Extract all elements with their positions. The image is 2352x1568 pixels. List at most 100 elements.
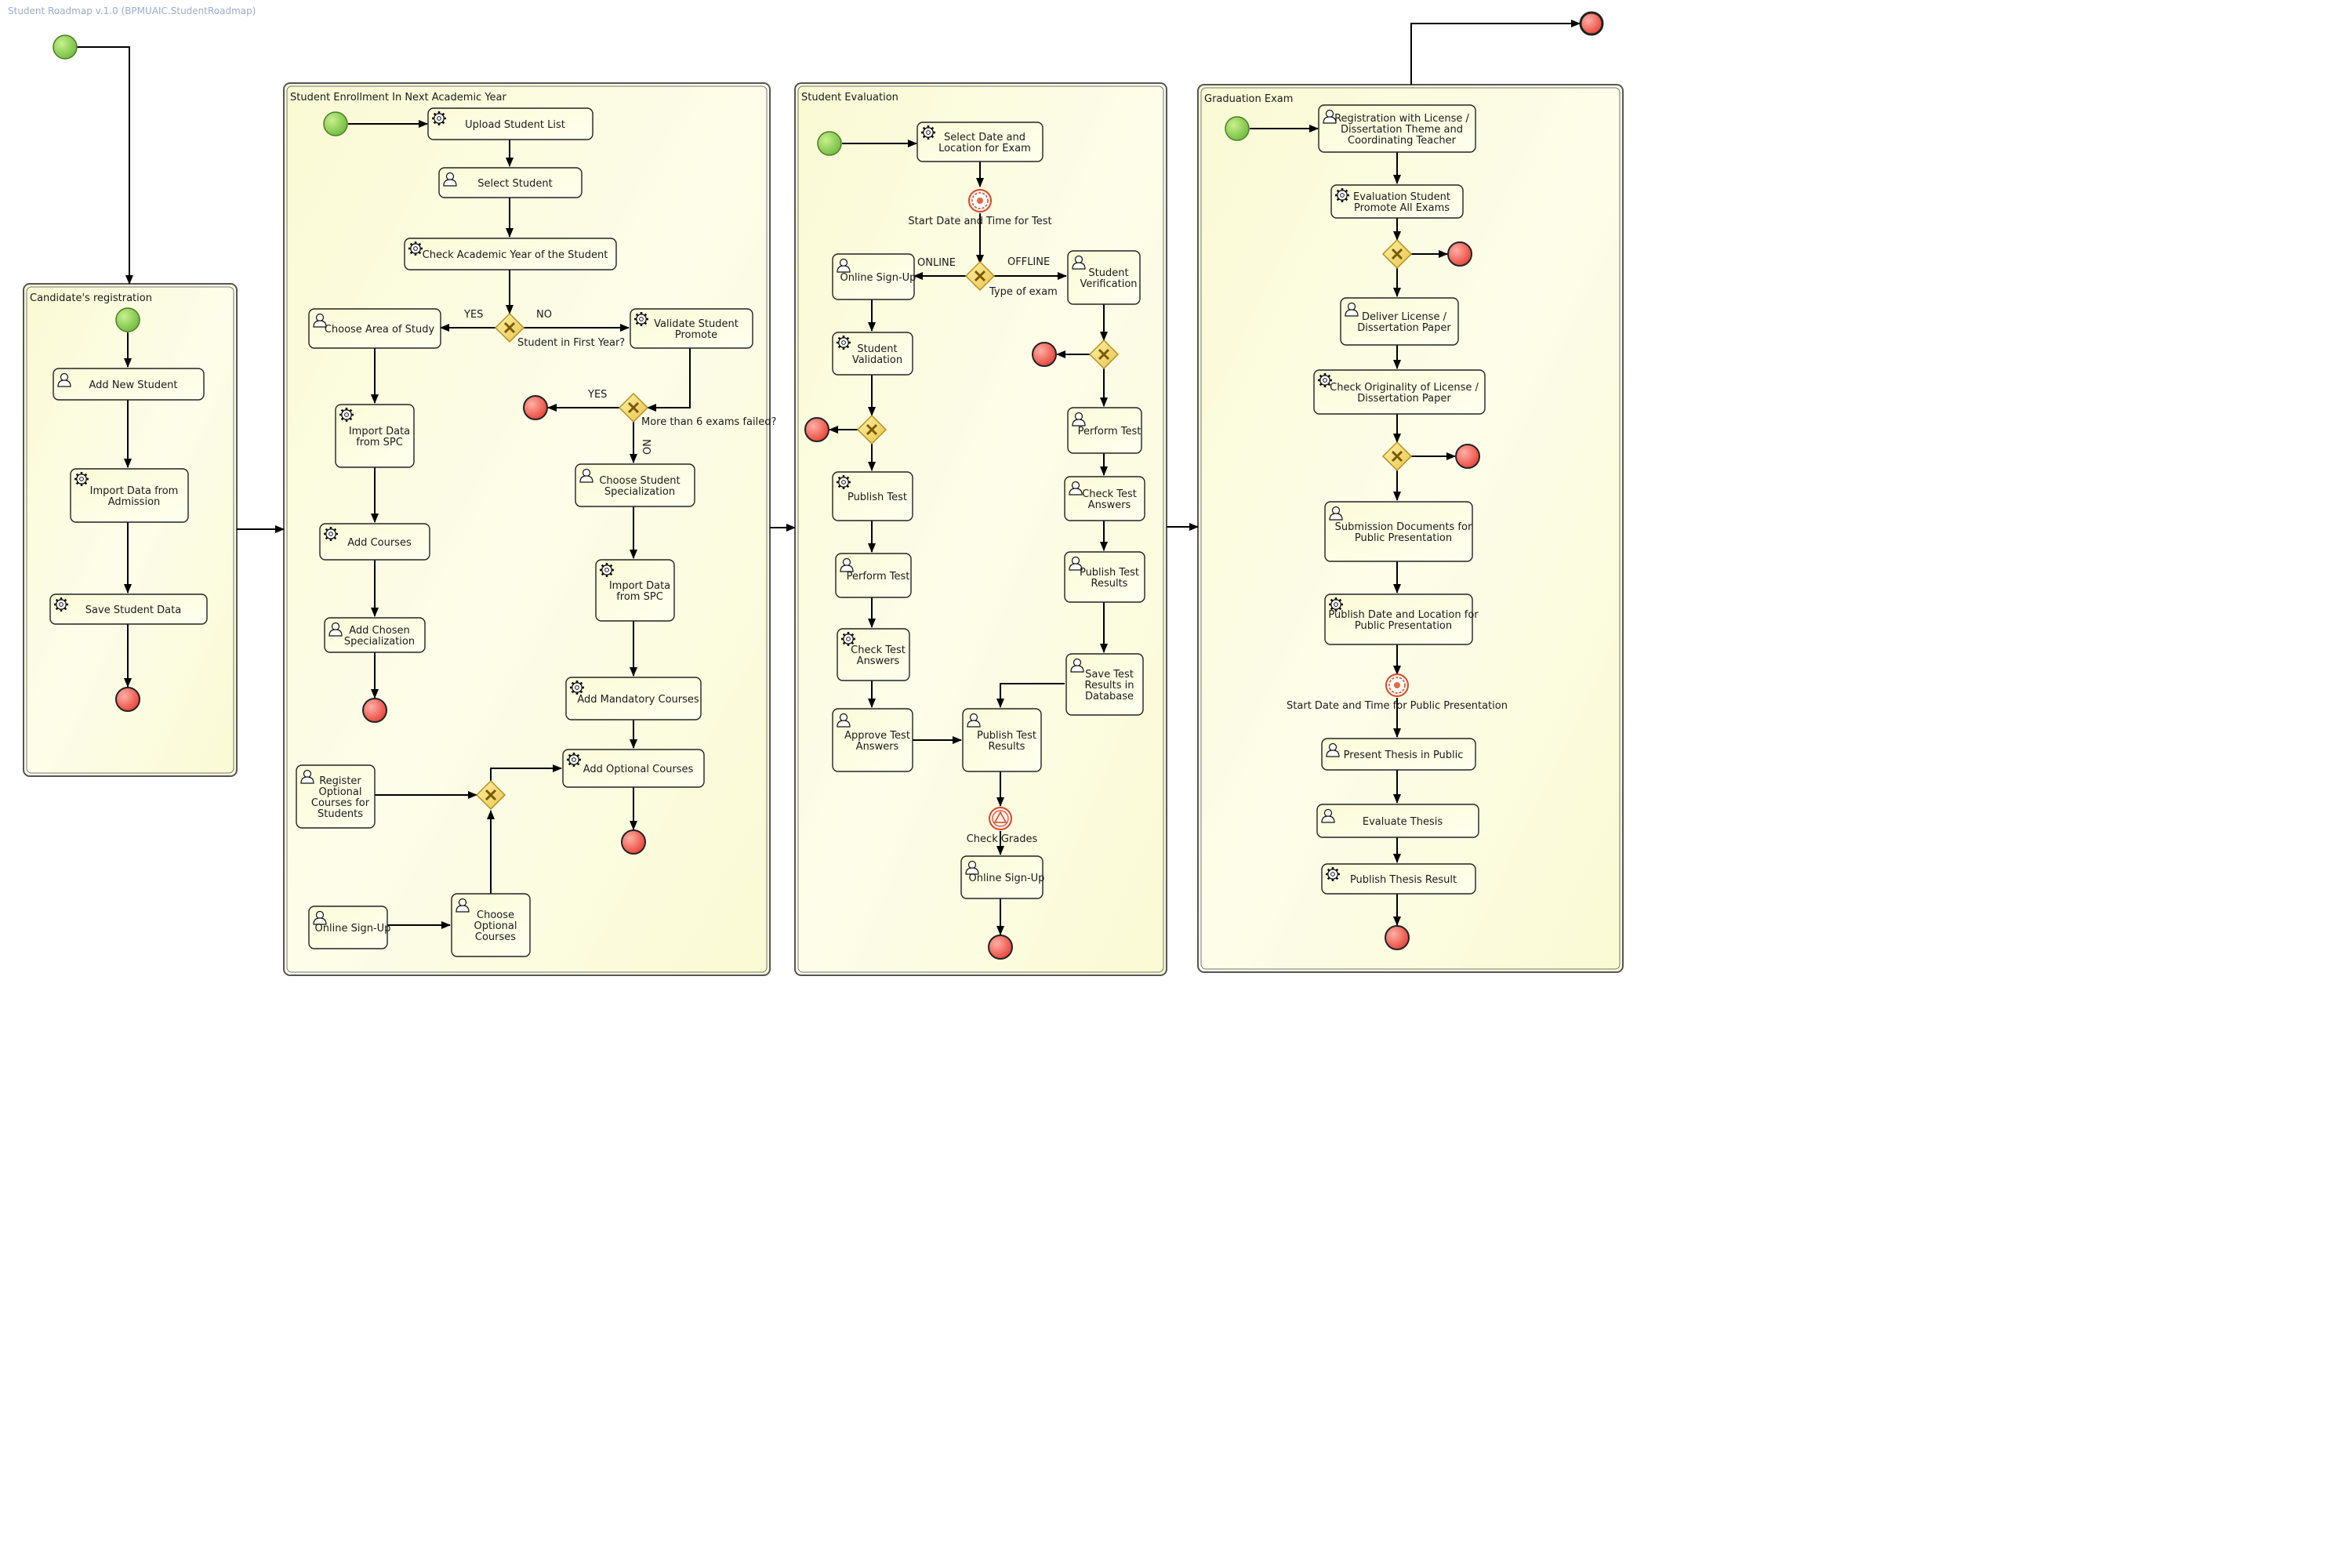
exclusive-gateway[interactable] (856, 414, 887, 445)
gear-icon (432, 111, 446, 125)
task-label: Submission Documents for (1335, 521, 1472, 533)
end-event[interactable] (1455, 444, 1480, 469)
task-add-new-student[interactable]: Add New Student (53, 368, 205, 401)
task-label: Promote All Exams (1354, 202, 1450, 214)
end-event[interactable] (988, 935, 1013, 960)
gear-icon (1329, 597, 1343, 612)
task-label: Database (1085, 691, 1134, 702)
start-event[interactable] (817, 131, 842, 156)
task-label: Add Chosen (349, 625, 410, 637)
gear-icon (339, 408, 354, 422)
user-icon (1069, 556, 1083, 571)
exclusive-gateway[interactable] (1381, 441, 1413, 472)
end-event[interactable] (362, 698, 387, 723)
end-event[interactable] (115, 687, 140, 712)
user-icon (967, 713, 981, 728)
flow-label-no: NO (640, 439, 652, 455)
task-check-academic-year[interactable]: Check Academic Year of the Student (404, 238, 617, 270)
start-event[interactable] (323, 111, 348, 136)
gateways (475, 238, 1413, 811)
task-publish-test[interactable]: Publish Test (832, 471, 913, 521)
task-select-student[interactable]: Select Student (438, 167, 583, 198)
task-publish-thesis-result[interactable]: Publish Thesis Result (1321, 863, 1476, 895)
user-icon (313, 313, 327, 328)
task-label: Answers (856, 741, 899, 753)
task-label: Student (857, 343, 897, 355)
task-choose-area-of-study[interactable]: Choose Area of Study (308, 308, 441, 349)
start-event[interactable] (1225, 116, 1250, 141)
user-icon (328, 622, 343, 637)
subprocess-title: Candidate's registration (30, 292, 152, 304)
task-add-courses[interactable]: Add Courses (319, 523, 430, 561)
start-event[interactable] (53, 34, 78, 60)
task-label: Optional (474, 920, 517, 932)
task-label: Register (319, 775, 361, 787)
task-registration-license[interactable]: Registration with License /Dissertation … (1318, 104, 1476, 153)
task-perform-test-offline[interactable]: Perform Test (1067, 407, 1142, 454)
task-label: Registration with License / (1334, 113, 1469, 125)
timer-event[interactable] (968, 189, 992, 212)
task-label: Publish Date and Location for (1328, 609, 1479, 621)
exclusive-gateway[interactable] (494, 312, 525, 343)
tasks: Add New Student Import Data fromAdmissio… (49, 104, 1486, 957)
task-label: Results (1091, 578, 1128, 590)
exclusive-gateway[interactable] (475, 779, 506, 811)
task-present-thesis[interactable]: Present Thesis in Public (1321, 738, 1476, 771)
task-online-signup-eval[interactable]: Online Sign-Up (832, 253, 916, 300)
signal-event[interactable] (989, 807, 1012, 830)
task-online-signup-enroll[interactable]: Online Sign-Up (308, 906, 390, 949)
task-online-signup-grades[interactable]: Online Sign-Up (960, 855, 1044, 899)
event-label: Start Date and Time for Public Presentat… (1287, 700, 1508, 712)
end-event[interactable] (1032, 342, 1057, 367)
exclusive-gateway[interactable] (1381, 238, 1413, 270)
task-save-student-data[interactable]: Save Student Data (49, 593, 208, 625)
user-icon (1069, 481, 1083, 495)
task-deliver-license[interactable]: Deliver License /Dissertation Paper (1340, 297, 1459, 346)
end-event[interactable] (1447, 241, 1472, 267)
end-event[interactable] (1579, 11, 1604, 36)
user-icon (1323, 109, 1337, 124)
end-event[interactable] (523, 395, 548, 420)
start-event[interactable] (115, 307, 140, 332)
gear-icon (1326, 867, 1340, 881)
task-label: Publish Test (977, 730, 1036, 742)
task-label: Evaluation Student (1353, 191, 1450, 203)
task-evaluate-thesis[interactable]: Evaluate Thesis (1316, 804, 1479, 838)
end-event[interactable] (621, 829, 646, 855)
task-label: Import Data (609, 580, 670, 592)
task-check-originality[interactable]: Check Originality of License /Dissertati… (1313, 369, 1486, 415)
task-label: Add Courses (347, 537, 412, 549)
task-label: from SPC (616, 591, 663, 603)
task-upload-student-list[interactable]: Upload Student List (427, 107, 593, 140)
timer-event[interactable] (1385, 673, 1409, 697)
task-add-mandatory-courses[interactable]: Add Mandatory Courses (565, 677, 702, 720)
task-add-optional-courses[interactable]: Add Optional Courses (562, 749, 705, 788)
end-event[interactable] (1385, 925, 1410, 950)
task-label: Student (1088, 267, 1128, 279)
exclusive-gateway[interactable] (618, 392, 649, 423)
exclusive-gateway[interactable] (1088, 339, 1120, 370)
end-event[interactable] (804, 417, 829, 442)
task-perform-test-online[interactable]: Perform Test (835, 553, 912, 598)
exclusive-gateway[interactable] (964, 260, 996, 292)
